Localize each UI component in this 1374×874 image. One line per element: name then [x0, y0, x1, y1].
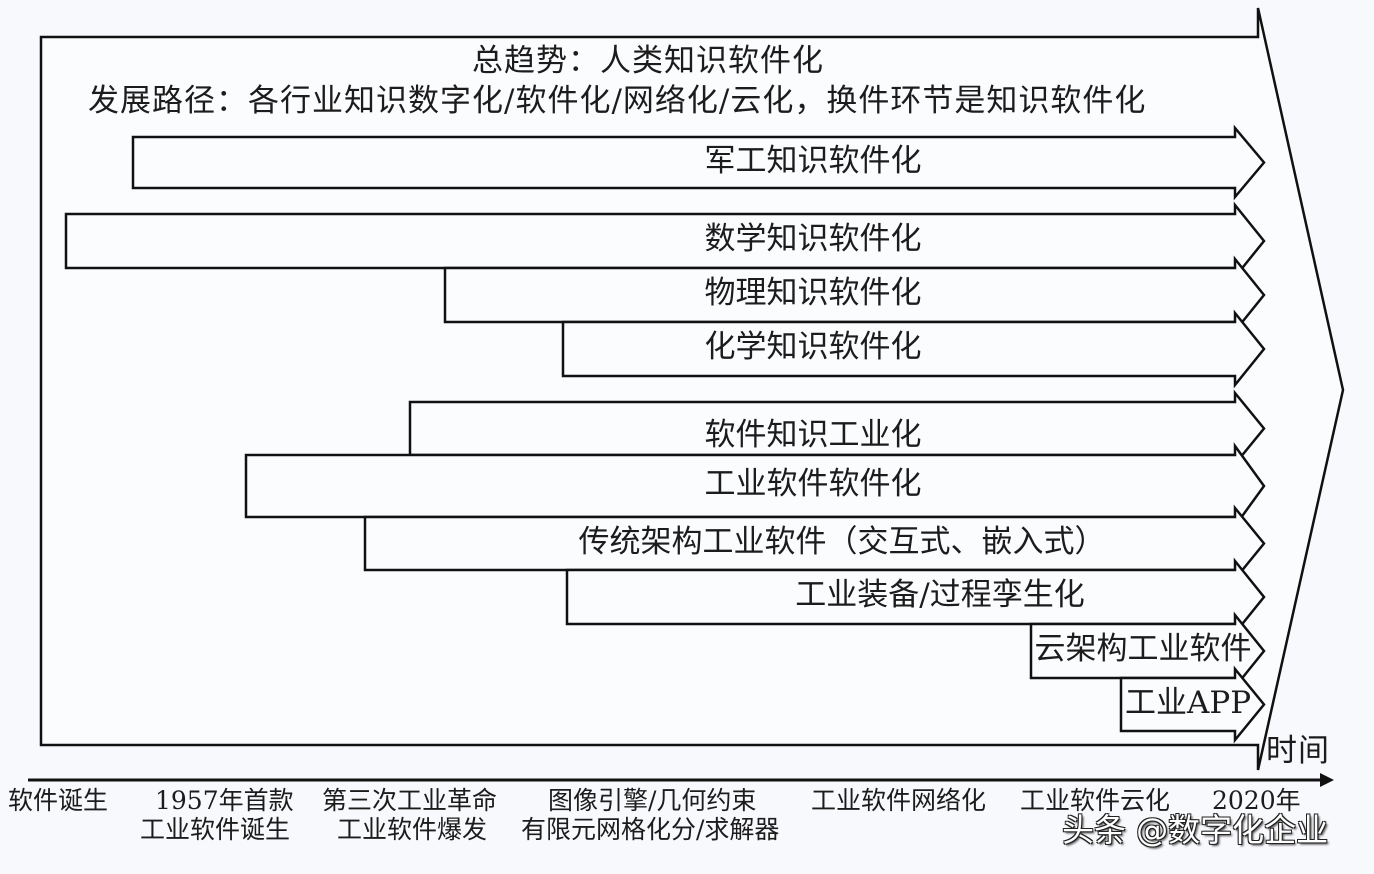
tick-software-birth: 软件诞生: [8, 786, 109, 815]
tick-industrial-software-boom: 工业软件爆发: [337, 815, 488, 844]
tick-1957-first: 1957年首款: [155, 786, 294, 815]
band-arrow: [565, 557, 1266, 637]
band-label: 数学知识软件化: [704, 221, 922, 257]
overall-trend-title: 总趋势：人类知识软件化: [472, 43, 824, 79]
band-arrow: [561, 309, 1266, 389]
band-label: 物理知识软件化: [704, 275, 922, 311]
tick-third-industrial-revolution: 第三次工业革命: [322, 786, 498, 815]
band-label: 工业装备/过程孪生化: [795, 577, 1085, 613]
band-label: 软件知识工业化: [704, 416, 922, 453]
tick-graphics-engine: 图像引擎/几何约束: [548, 786, 757, 815]
band-arrow: [131, 124, 1266, 201]
time-axis-arrowhead-icon: [1320, 773, 1334, 787]
tick-industrial-software-birth: 工业软件诞生: [140, 815, 291, 844]
development-path-text: 发展路径：各行业知识数字化/软件化/网络化/云化，换件环节是知识软件化: [88, 83, 1147, 119]
band-label: 化学知识软件化: [704, 329, 922, 365]
band-arrow: [64, 201, 1266, 281]
band-label: 军工知识软件化: [704, 142, 922, 179]
band-arrow: [1119, 665, 1266, 744]
band-label: 传统架构工业软件（交互式、嵌入式）: [578, 523, 1106, 560]
tick-industrial-software-cloud: 工业软件云化: [1020, 786, 1171, 815]
band-arrows: [64, 124, 1266, 744]
time-axis-label: 时间: [1266, 733, 1330, 769]
band-label: 工业APP: [1124, 684, 1252, 721]
band-label: 工业软件软件化: [704, 466, 922, 502]
tick-industrial-software-networking: 工业软件网络化: [811, 786, 987, 815]
band-arrow: [363, 504, 1266, 583]
tick-fem-solver: 有限元网格化分/求解器: [521, 815, 780, 844]
tick-2020: 2020年: [1212, 786, 1301, 815]
band-label: 云架构工业软件: [1034, 631, 1252, 667]
band-arrow: [1029, 611, 1266, 691]
watermark: 头条 @数字化企业: [1062, 811, 1329, 849]
